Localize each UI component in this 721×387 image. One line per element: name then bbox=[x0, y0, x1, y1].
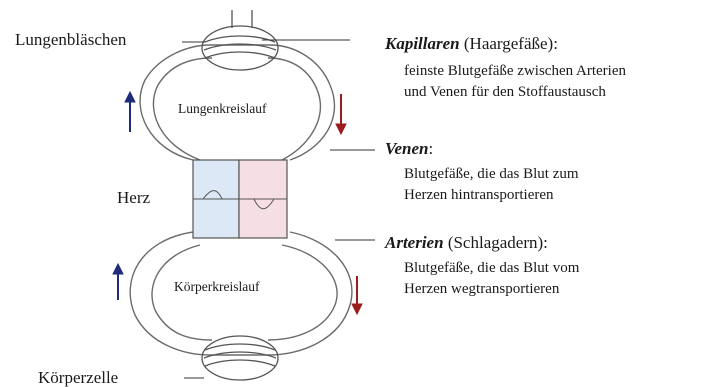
arrow-up-systemic bbox=[113, 264, 123, 300]
definition-veins-line1: Blutgefäße, die das Blut zum bbox=[404, 164, 579, 184]
definition-veins-line2: Herzen hintransportieren bbox=[404, 185, 554, 205]
definition-veins-heading: Venen: bbox=[385, 139, 433, 159]
arrow-up-pulmonary bbox=[125, 92, 135, 132]
arrow-down-pulmonary bbox=[336, 94, 346, 134]
definition-arteries-heading: Arterien (Schlagadern): bbox=[385, 233, 548, 253]
gloss-capillaries: (Haargefäße): bbox=[464, 34, 558, 53]
term-veins: Venen bbox=[385, 139, 428, 158]
term-capillaries: Kapillaren bbox=[385, 34, 460, 53]
definition-capillaries-line2: und Venen für den Stoffaustausch bbox=[404, 82, 606, 102]
body-capillary-bed bbox=[202, 336, 278, 380]
label-body-cell: Körperzelle bbox=[38, 368, 118, 387]
label-systemic-circuit: Körperkreislauf bbox=[174, 279, 259, 295]
gloss-arteries: (Schlagadern): bbox=[448, 233, 548, 252]
term-arteries: Arterien bbox=[385, 233, 444, 252]
label-alveoli: Lungenbläschen bbox=[15, 30, 126, 50]
definition-capillaries-heading: Kapillaren (Haargefäße): bbox=[385, 34, 558, 54]
heart-chambers bbox=[193, 160, 287, 238]
label-heart: Herz bbox=[117, 188, 150, 208]
definition-arteries-line1: Blutgefäße, die das Blut vom bbox=[404, 258, 579, 278]
arrow-down-systemic bbox=[352, 276, 362, 314]
gloss-veins: : bbox=[428, 139, 433, 158]
definition-capillaries-line1: feinste Blutgefäße zwischen Arterien bbox=[404, 61, 626, 81]
definition-arteries-line2: Herzen wegtransportieren bbox=[404, 279, 559, 299]
label-pulmonary-circuit: Lungenkreislauf bbox=[178, 101, 266, 117]
